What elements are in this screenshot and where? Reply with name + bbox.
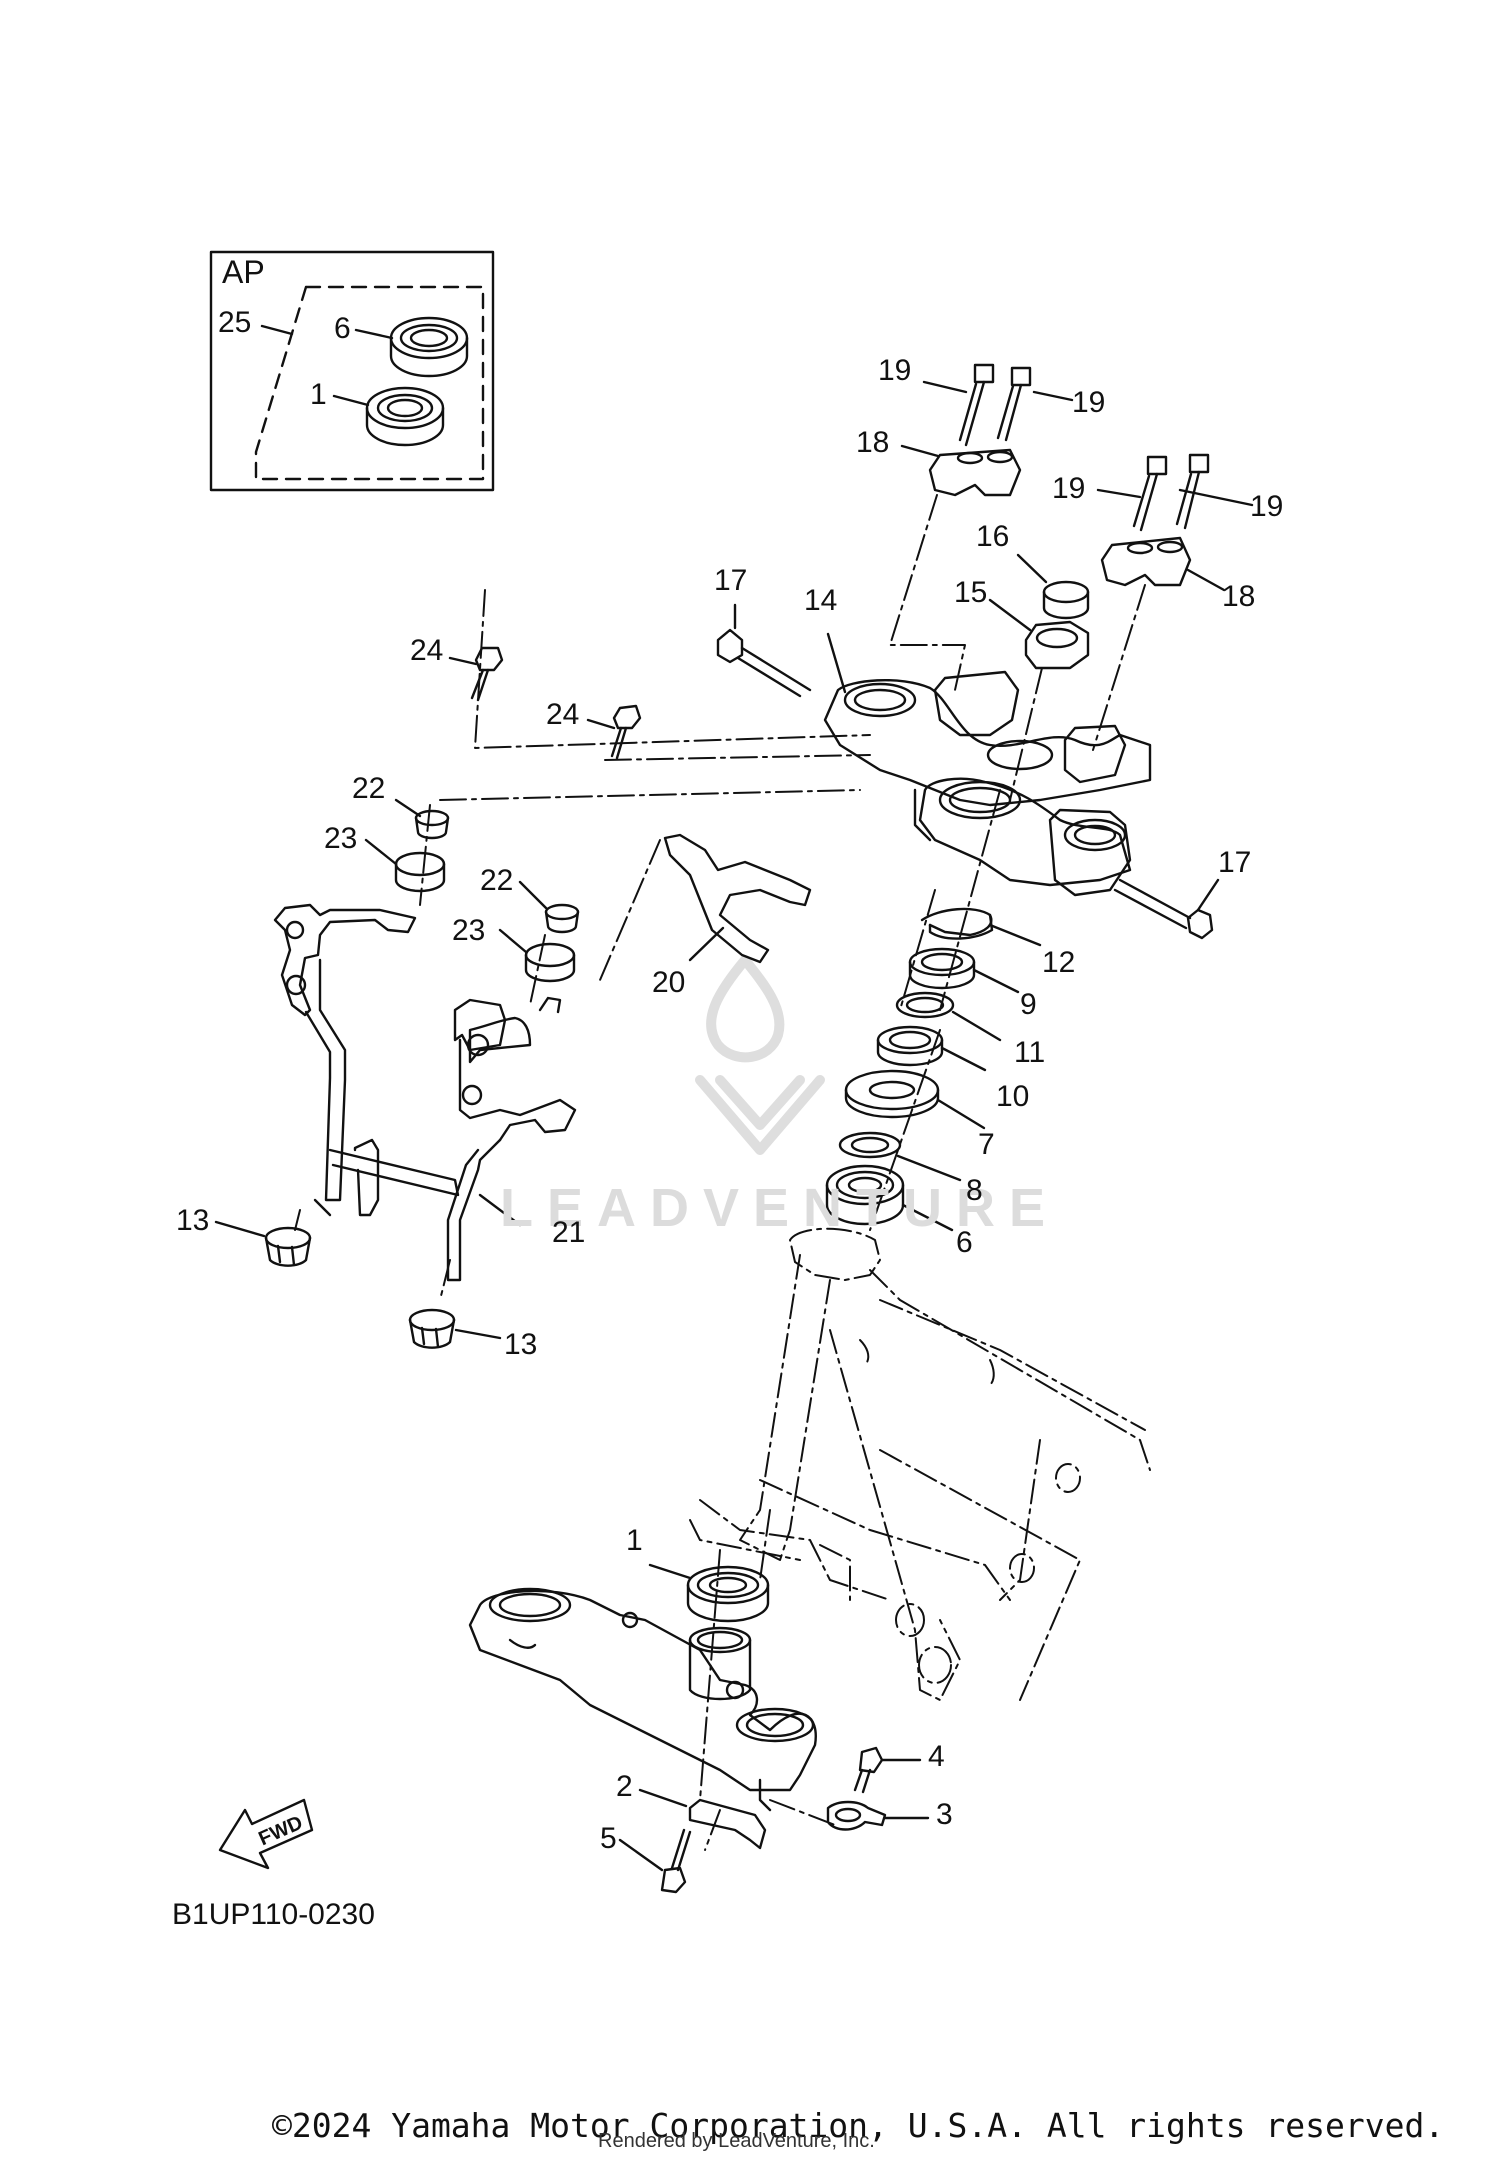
- lower-bracket-icon: [468, 1587, 817, 1812]
- bolt-icon: [853, 1746, 884, 1794]
- frame-phantom: [689, 1227, 1151, 1701]
- callout-label: 7: [978, 1128, 995, 1161]
- callout-label: 2: [616, 1770, 633, 1803]
- callout-label: 5: [600, 1822, 617, 1855]
- bolt-icon: [470, 646, 642, 760]
- callout-label: 10: [996, 1080, 1030, 1113]
- callout-label: 11: [1014, 1036, 1046, 1069]
- handlebar-holder-icon: [1100, 536, 1192, 587]
- callout-label: 17: [1218, 846, 1252, 879]
- ring-nut-icon: [876, 1025, 944, 1067]
- bolt-icon: [1132, 453, 1210, 532]
- cap-icon: [1042, 580, 1090, 620]
- callout-label: 12: [1042, 946, 1076, 979]
- callout-label: 6: [334, 312, 351, 345]
- bearing-icon: [825, 1164, 905, 1226]
- inset-title: AP: [222, 254, 265, 290]
- callout-label: 19: [878, 354, 912, 387]
- callout-label: 18: [1222, 580, 1256, 613]
- callout-label: 19: [1072, 386, 1106, 419]
- collar-icon: [414, 809, 580, 934]
- holder-icon: [688, 1798, 767, 1850]
- callout-label: 25: [218, 306, 252, 339]
- inset-dashed-box: [254, 285, 485, 481]
- dust-seal-icon: [844, 1069, 940, 1119]
- bolt-icon: [958, 363, 1032, 447]
- callout-label: 17: [714, 564, 748, 597]
- grommet-icon: [264, 1226, 456, 1349]
- callout-label: 13: [504, 1328, 538, 1361]
- clamp-icon: [826, 1800, 887, 1831]
- callout-label: 15: [954, 576, 988, 609]
- callout-label: 24: [410, 634, 444, 667]
- callout-label: 24: [546, 698, 580, 731]
- washer-icon: [838, 1131, 902, 1159]
- callout-label: 3: [936, 1798, 953, 1831]
- callout-label: 14: [804, 584, 838, 617]
- callout-label: 19: [1250, 490, 1284, 523]
- callout-label: 16: [976, 520, 1010, 553]
- callout-label: 22: [352, 772, 386, 805]
- bearing-icon: [389, 316, 469, 378]
- handlebar-holder-icon: [928, 448, 1022, 497]
- watermark-text: LEADVENTURE: [500, 1178, 1060, 1238]
- callout-label: 1: [626, 1524, 643, 1557]
- washer-icon: [895, 991, 955, 1019]
- lock-washer-icon: [920, 907, 994, 940]
- bearing-icon: [686, 1565, 770, 1623]
- callout-label: 18: [856, 426, 890, 459]
- callout-label: 23: [324, 822, 358, 855]
- copyright-text: ©2024 Yamaha Motor Corporation, U.S.A. A…: [272, 2106, 1445, 2145]
- callout-label: 19: [1052, 472, 1086, 505]
- fwd-arrow-icon: [218, 1798, 314, 1870]
- callout-label: 21: [552, 1216, 586, 1249]
- nut-icon: [1024, 620, 1090, 670]
- callout-label: 20: [652, 966, 686, 999]
- callout-label: 9: [1020, 988, 1037, 1021]
- bolt-icon: [716, 628, 812, 698]
- callout-label: 4: [928, 1740, 945, 1773]
- callout-label: 8: [966, 1174, 983, 1207]
- rendered-by-text: Rendered by LeadVenture, Inc.: [598, 2130, 875, 2152]
- upper-bracket-icon: [823, 670, 1152, 897]
- callout-label: 22: [480, 864, 514, 897]
- inset-box: [209, 250, 495, 492]
- bolt-icon: [660, 1828, 692, 1894]
- callout-label: 1: [310, 378, 327, 411]
- callout-label: 13: [176, 1204, 210, 1237]
- diagram-code: B1UP110-0230: [172, 1898, 375, 1931]
- watermark-logo: [695, 955, 825, 1155]
- ring-nut-icon: [908, 947, 976, 990]
- meter-bracket-icon: [273, 903, 577, 1282]
- bearing-icon: [365, 386, 445, 447]
- bracket-icon: [663, 833, 812, 964]
- callout-label: 6: [956, 1226, 973, 1259]
- callout-label: 23: [452, 914, 486, 947]
